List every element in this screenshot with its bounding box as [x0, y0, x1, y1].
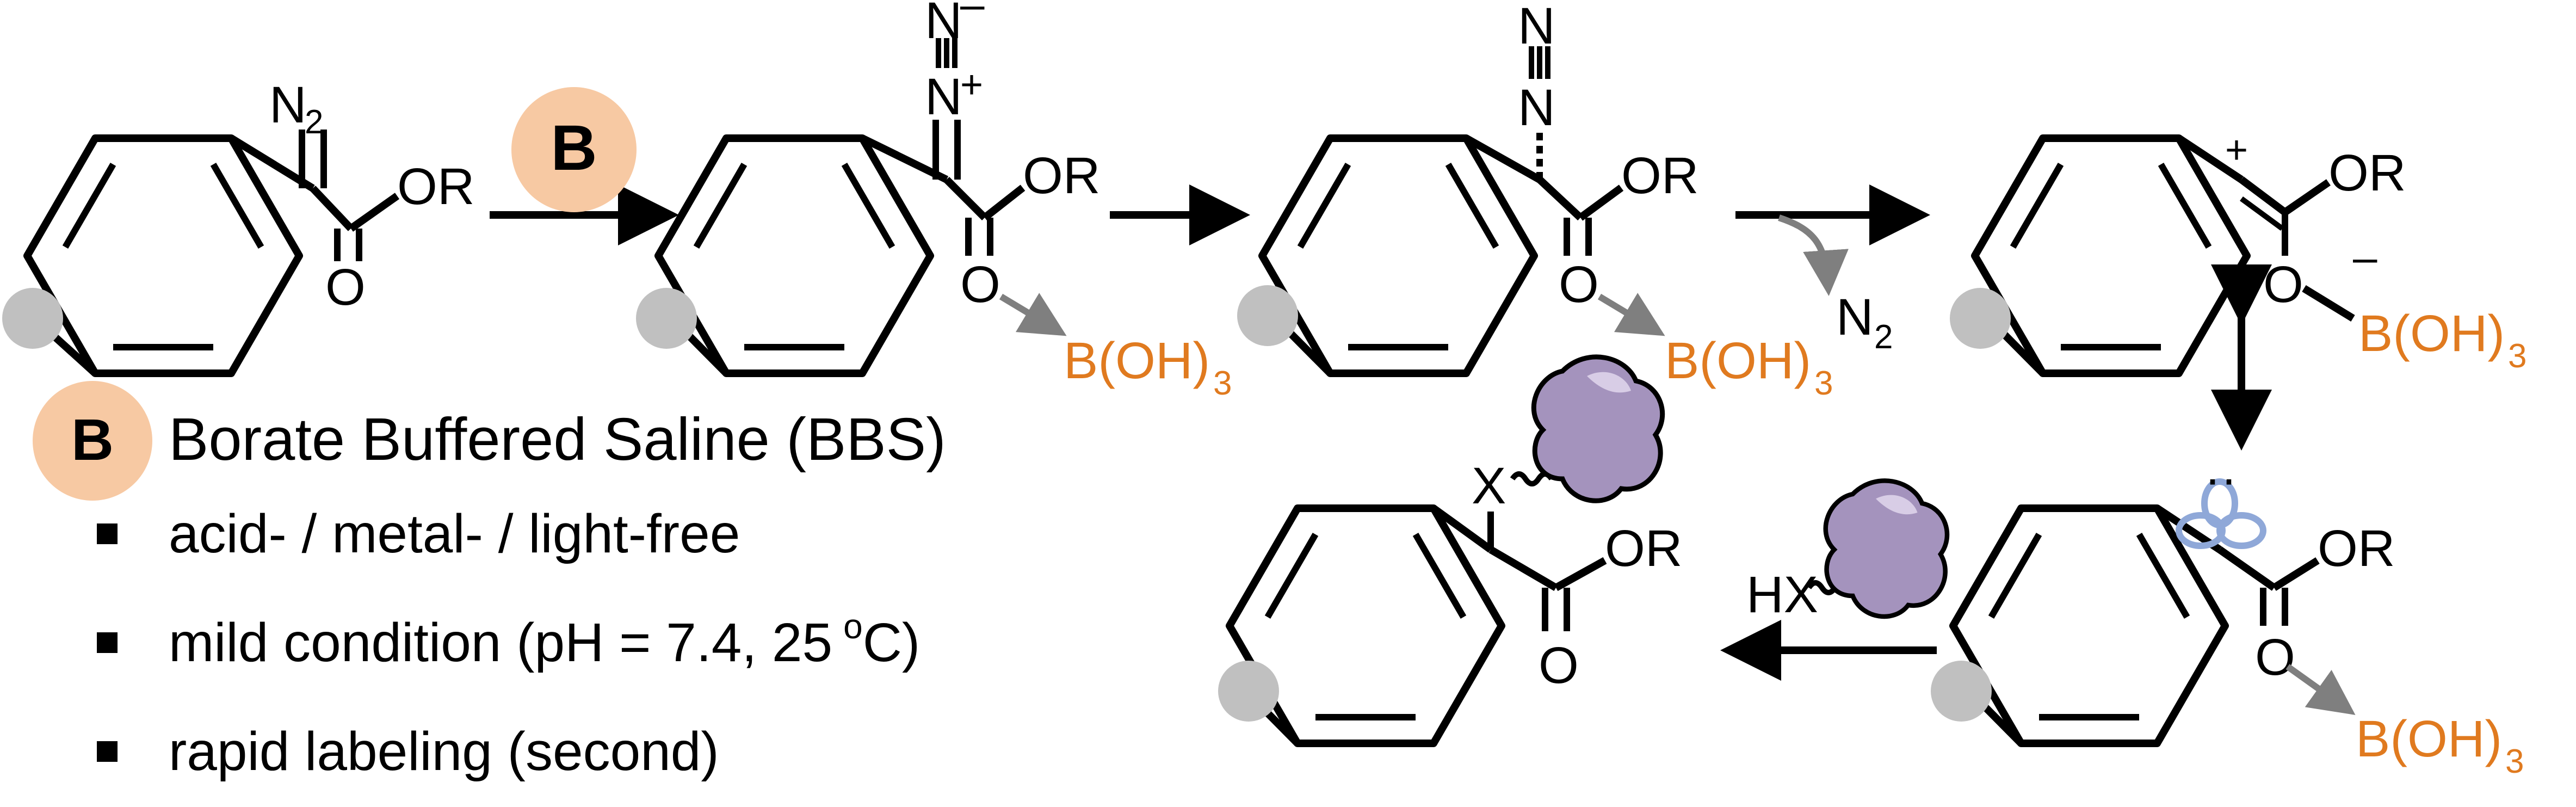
label-or: OR	[2328, 144, 2406, 202]
label-n: N	[1518, 79, 1555, 137]
gray-dot-icon	[2, 288, 63, 349]
label-o: O	[1559, 256, 1599, 313]
bullet-icon	[97, 741, 118, 762]
svg-text:B: B	[551, 112, 597, 184]
label-n2-sub: 2	[1874, 318, 1893, 356]
gray-dot-icon	[1950, 288, 2011, 349]
structure-aryl-diazoester: N 2 O OR	[2, 76, 475, 373]
structure-alkyl-diazo-borate: N N O OR B(OH) 3	[1237, 0, 1833, 402]
label-borate: B(OH)	[1665, 332, 1811, 390]
structure-borate-activated-diazo: N + N – O OR B(OH) 3	[636, 0, 1232, 402]
structure-carbocation-borate: + OR O – B(OH) 3	[1950, 128, 2526, 375]
label-o: O	[2255, 629, 2295, 686]
label-x: X	[1472, 457, 1506, 515]
gray-dot-icon	[1237, 285, 1298, 346]
label-o: O	[1539, 637, 1579, 694]
legend-badge	[33, 381, 152, 501]
gray-dot-icon	[1931, 661, 1992, 722]
label-or: OR	[1023, 147, 1101, 205]
label-n: N	[925, 68, 962, 126]
structure-labeled-product: X OR O	[1218, 357, 1683, 743]
legend-bullet-3: rapid labeling (second)	[169, 721, 719, 782]
protein-blob-icon	[1826, 480, 1947, 617]
carbene-orbital-icon	[2176, 478, 2266, 549]
label-n-released: N	[1836, 288, 1874, 346]
svg-text:B: B	[71, 406, 114, 472]
legend: B Borate Buffered Saline (BBS) acid- / m…	[33, 381, 946, 782]
label-n: N	[1518, 0, 1555, 55]
gray-dot-icon	[1218, 661, 1279, 722]
gray-dot-icon	[636, 288, 697, 349]
label-borate: B(OH)	[2356, 710, 2502, 768]
protein-blob-icon	[1534, 357, 1662, 501]
label-borate-sub: 3	[1213, 365, 1232, 402]
bullet-icon	[97, 523, 118, 544]
label-borate-sub: 3	[2505, 743, 2524, 780]
bullet-icon	[97, 632, 118, 653]
label-borate: B(OH)	[1064, 332, 1210, 390]
label-minus: –	[2353, 233, 2377, 281]
label-o: O	[960, 256, 1000, 313]
label-n2-sub: 2	[305, 103, 323, 141]
label-o: O	[2263, 256, 2303, 313]
label-minus: –	[960, 0, 985, 28]
label-n: N	[269, 76, 307, 134]
label-borate-sub: 3	[2508, 337, 2526, 375]
structure-carbene-borate: ·· OR O B(OH) 3	[1931, 452, 2524, 780]
label-borate-sub: 3	[1814, 365, 1833, 402]
reaction-arrow-labeling: HX	[1720, 480, 1947, 681]
legend-title: Borate Buffered Saline (BBS)	[169, 406, 946, 473]
label-or: OR	[1621, 147, 1699, 205]
label-borate: B(OH)	[2358, 305, 2505, 362]
label-or: OR	[1605, 520, 1683, 577]
label-lone-pair: ··	[2204, 452, 2237, 506]
reaction-arrow-3: N 2	[1735, 184, 1930, 356]
borate-reagent-badge: B	[511, 87, 637, 212]
label-plus: +	[2225, 128, 2248, 172]
label-n: N	[925, 0, 962, 50]
label-plus: +	[960, 63, 983, 107]
label-hx: HX	[1746, 566, 1818, 624]
label-o: O	[325, 258, 366, 316]
label-or: OR	[397, 158, 475, 215]
label-or: OR	[2318, 520, 2395, 577]
legend-bullet-1: acid- / metal- / light-free	[169, 503, 740, 564]
